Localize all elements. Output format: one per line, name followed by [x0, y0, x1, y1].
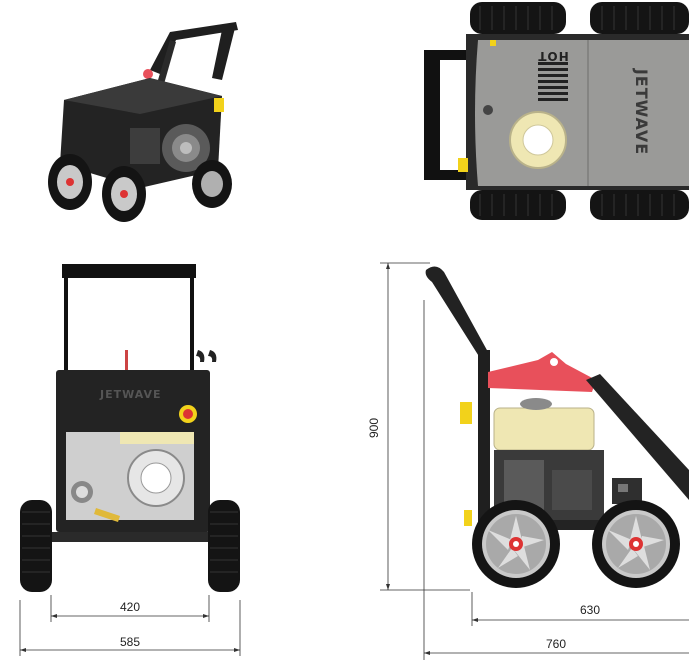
side-yellow-fitting — [460, 402, 472, 424]
side-dimensions — [380, 262, 689, 660]
front-brand-logo: JETWAVE — [99, 388, 162, 401]
top-yellow-fitting — [458, 158, 468, 172]
iso-yellow-fitting — [214, 98, 224, 112]
dim-height: 900 — [367, 418, 381, 438]
top-vent-grille — [538, 62, 568, 101]
side-red-bracket — [488, 352, 596, 392]
front-dimensions — [19, 595, 241, 656]
side-handle — [425, 266, 488, 358]
iso-handle — [150, 22, 238, 80]
hot-label: HOT — [537, 49, 568, 63]
front-handle-bar — [62, 264, 196, 278]
front-view: JETWAVE — [20, 264, 240, 592]
iso-wheel-front-right — [102, 166, 146, 222]
dim-overall-length: 760 — [546, 637, 566, 651]
dim-wheel-track: 420 — [120, 600, 140, 614]
side-wheel-rear — [592, 500, 680, 588]
side-wheel-front — [472, 500, 560, 588]
top-body-panel — [475, 40, 689, 186]
top-tire-bottom-left — [470, 190, 566, 220]
iso-red-knob — [143, 69, 153, 79]
dim-wheelbase: 630 — [580, 603, 600, 617]
top-handle — [424, 50, 440, 180]
side-fuel-tank — [493, 407, 595, 451]
dim-overall-width: 585 — [120, 635, 140, 649]
iso-wheel-rear — [192, 160, 232, 208]
top-tire-top-right — [590, 2, 689, 34]
top-brand-logo: JETWAVE — [632, 68, 651, 155]
iso-wheel-front-left — [48, 154, 92, 210]
front-tire-right — [208, 500, 240, 592]
side-view — [425, 266, 689, 588]
top-view: HOT JETWAVE — [424, 2, 689, 220]
front-tire-left — [20, 500, 52, 592]
isometric-view — [48, 22, 238, 222]
top-tire-top-left — [470, 2, 566, 34]
top-tire-bottom-right — [590, 190, 689, 220]
